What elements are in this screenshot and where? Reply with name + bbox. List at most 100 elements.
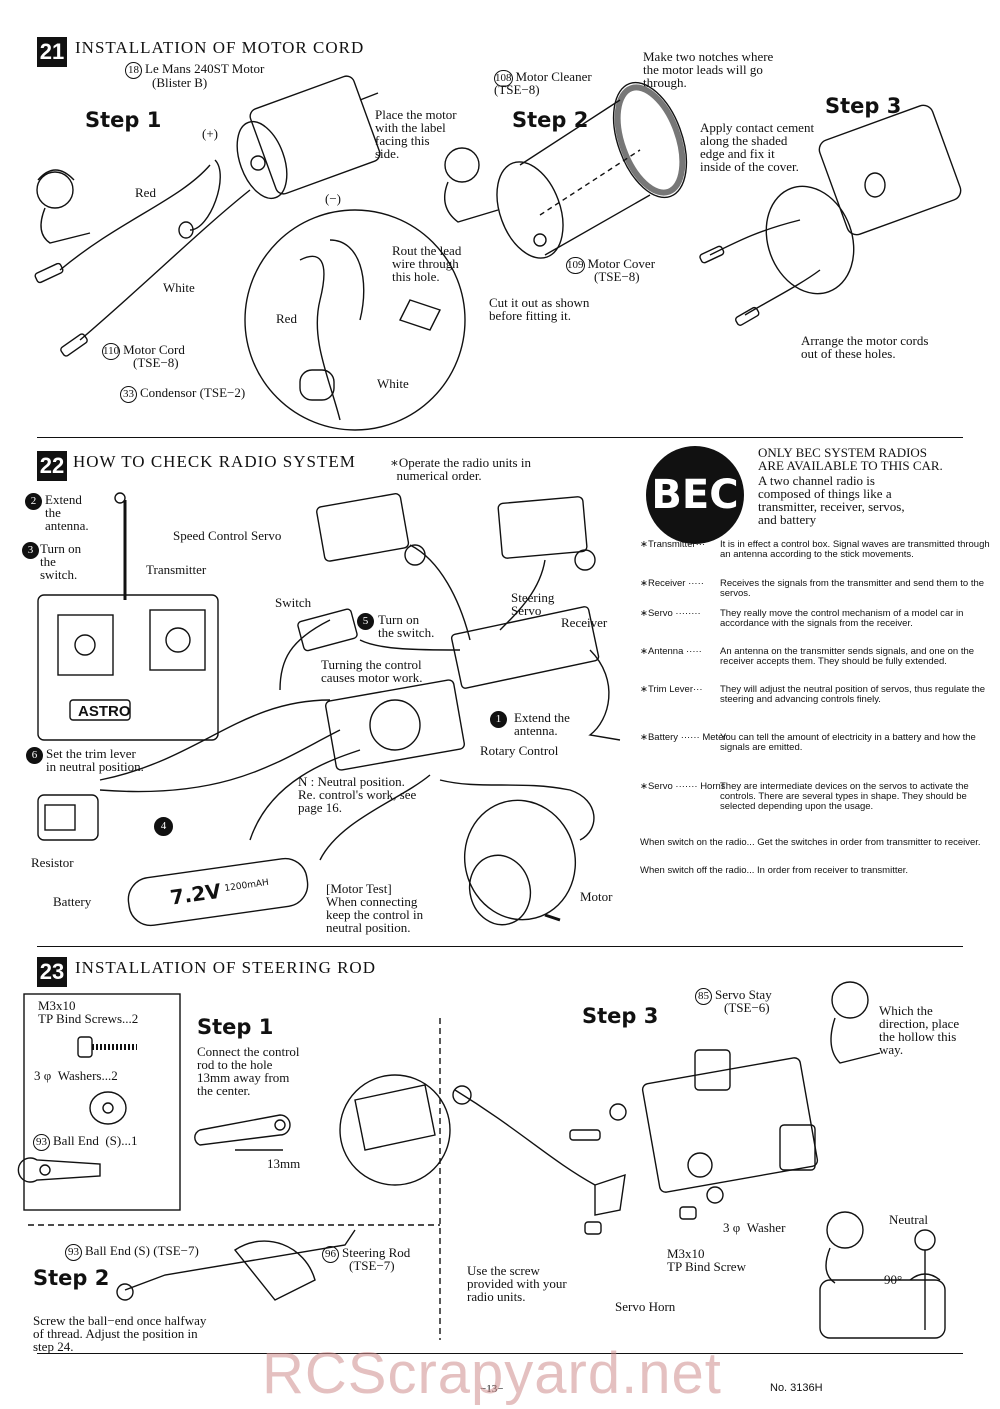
turn-on-2-note: Turn on the switch. — [378, 612, 435, 640]
definition-term: ∗Servo ······· Horns — [640, 781, 726, 792]
bec-description: A two channel radio is composed of thing… — [758, 473, 905, 527]
screws-count: M3x10 TP Bind Screws...2 — [38, 998, 139, 1026]
servo-horn-label: Servo Horn — [615, 1299, 676, 1314]
step-4-marker: 4 — [154, 817, 176, 836]
washer-label: 3 φ Washer — [723, 1220, 786, 1235]
motor-illustration — [236, 75, 381, 200]
resistor-label: Resistor — [31, 855, 74, 870]
servo-stay-sub: (TSE−6) — [724, 1000, 770, 1015]
turn-on-note: Turn on the switch. — [40, 541, 82, 582]
definition-term: ∗Antenna ····· — [640, 646, 702, 657]
turning-note: Turning the control causes motor work. — [321, 657, 423, 685]
motor-sub: (Blister B) — [152, 75, 208, 90]
use-screw-note: Use the screw provided with your radio u… — [467, 1263, 567, 1304]
place-motor-note: Place the motor with the label facing th… — [375, 107, 457, 161]
extend-antenna-note: Extend the antenna. — [45, 492, 89, 533]
definition-text: It is in effect a control box. Signal wa… — [720, 539, 990, 560]
minus-terminal: (−) — [325, 191, 341, 206]
contact-cement-note: Apply contact cement along the shaded ed… — [700, 120, 815, 174]
motor-cover-illustration — [496, 81, 688, 259]
step-2-heading-23: Step 2 — [33, 1266, 110, 1290]
motor-test-note: [Motor Test] When connecting keep the co… — [326, 881, 424, 935]
section-23-title: INSTALLATION OF STEERING ROD — [75, 958, 376, 977]
section-21-title: INSTALLATION OF MOTOR CORD — [75, 38, 365, 57]
switch-on-note: When switch on the radio... Get the swit… — [640, 837, 981, 848]
document-number: No. 3136H — [770, 1382, 823, 1394]
90-degree-label: 90° — [884, 1272, 903, 1287]
footer-rule — [37, 1353, 963, 1354]
definition-term: ∗Transmitter··· — [640, 539, 706, 550]
white-wire-label-2: White — [377, 376, 409, 391]
step-1-heading-23: Step 1 — [197, 1015, 274, 1039]
washers-count: 3 φ Washers...2 — [34, 1068, 118, 1083]
white-wire-label: White — [163, 280, 195, 295]
switch-label: Switch — [275, 595, 312, 610]
notches-note: Make two notches where the motor leads w… — [643, 49, 774, 90]
extend-2-note: Extend the antenna. — [514, 710, 570, 738]
svg-text:ASTRO: ASTRO — [78, 703, 131, 720]
bec-only-note: ONLY BEC SYSTEM RADIOS ARE AVAILABLE TO … — [758, 445, 943, 473]
red-wire-label-2: Red — [276, 311, 297, 326]
tp-bind-screw-label: M3x10 TP Bind Screw — [667, 1246, 746, 1274]
divider — [37, 437, 963, 438]
servo-step-3-illustration — [641, 1049, 819, 1193]
svg-text:1200mAH: 1200mAH — [224, 878, 270, 894]
operate-note: ∗Operate the radio units in numerical or… — [390, 455, 531, 483]
steering-servo-label: Steering Servo — [511, 590, 555, 618]
definition-text: An antenna on the transmitter sends sign… — [720, 646, 975, 667]
page-number: −13− — [480, 1383, 504, 1395]
section-21-number: 21 — [37, 37, 67, 67]
definition-text: They are intermediate devices on the ser… — [720, 781, 969, 812]
rotary-control-label: Rotary Control — [480, 743, 559, 758]
neutral-note: N : Neutral position. Re. control's work… — [298, 774, 417, 815]
step-3-heading: Step 3 — [825, 94, 902, 118]
divider — [37, 946, 963, 947]
motor-label-22: Motor — [580, 889, 613, 904]
motor-cord-sub: (TSE−8) — [133, 355, 179, 370]
watermark: RCScrapyard.net — [262, 1341, 722, 1406]
motor-cover-sub: (TSE−8) — [594, 269, 640, 284]
receiver-label: Receiver — [561, 615, 608, 630]
definition-text: They really move the control mechanism o… — [720, 608, 964, 629]
13mm-label: 13mm — [267, 1156, 301, 1171]
step-2-heading: Step 2 — [512, 108, 589, 132]
battery-illustration: 7.2V 1200mAH — [127, 857, 309, 927]
motor-cleaner-sub: (TSE−8) — [494, 82, 540, 97]
switch-off-note: When switch off the radio... In order fr… — [640, 865, 909, 876]
bec-logo: BEC — [646, 446, 744, 544]
plus-terminal: (+) — [202, 126, 218, 141]
cut-out-note: Cut it out as shown before fitting it. — [489, 295, 590, 323]
part-number: 18 — [125, 62, 142, 79]
step-1-note-23: Connect the control rod to the hole 13mm… — [197, 1044, 300, 1098]
definition-term: ∗Trim Lever··· — [640, 684, 703, 695]
transmitter-label: Transmitter — [146, 562, 207, 577]
arrange-cords-note: Arrange the motor cords out of these hol… — [801, 333, 929, 361]
turn-on-2-step: 5 — [357, 613, 377, 630]
step-1-heading: Step 1 — [85, 108, 162, 132]
definition-text: You can tell the amount of electricity i… — [720, 732, 976, 753]
trim-note: Set the trim lever in neutral position. — [46, 746, 144, 774]
definition-text: Receives the signals from the transmitte… — [720, 578, 985, 599]
section-22-number: 22 — [37, 451, 67, 481]
definition-term: ∗Battery ······ Meter — [640, 732, 727, 743]
speed-servo-label: Speed Control Servo — [173, 528, 282, 543]
step-2-note-23: Screw the ball−end once halfway of threa… — [33, 1313, 207, 1354]
direction-note: Which the direction, place the hollow th… — [879, 1003, 960, 1057]
steering-rod-sub: (TSE−7) — [349, 1258, 395, 1273]
turn-on-step: 3 — [22, 542, 42, 559]
neutral-label: Neutral — [889, 1212, 928, 1227]
trim-step: 6 — [26, 747, 46, 764]
step-3-heading-23: Step 3 — [582, 1004, 659, 1028]
extend-2-step: 1 — [490, 711, 510, 728]
definition-term: ∗Receiver ····· — [640, 578, 704, 589]
section-23-number: 23 — [37, 957, 67, 987]
screw-illustration — [77, 1036, 137, 1058]
